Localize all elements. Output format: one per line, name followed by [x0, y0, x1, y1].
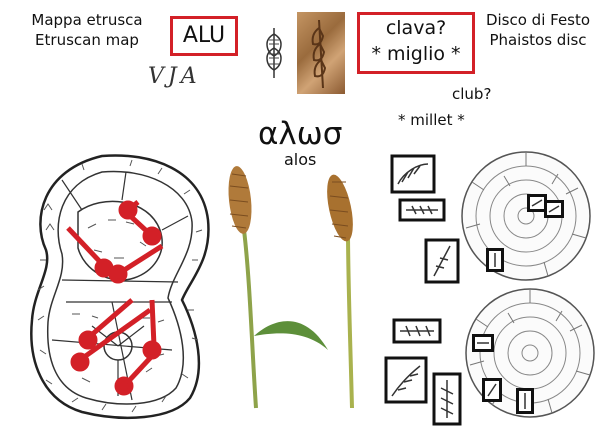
- millet-grain-texture: [229, 173, 349, 239]
- etruscan-map-label-english: Etruscan map: [35, 31, 139, 49]
- etruscan-map-inscriptions: [37, 159, 203, 413]
- ear-glyph-icon: [266, 28, 282, 78]
- etruscan-map-label: Mappa etrusca Etruscan map: [6, 10, 168, 50]
- clava-text: clava?: [385, 17, 447, 39]
- enlarged-glyph-2: [398, 198, 446, 222]
- disc-glyph-box-4: [472, 334, 494, 352]
- phaistos-disc-label: Disco di Festo Phaistos disc: [470, 10, 606, 50]
- enlarged-glyph-1: [390, 154, 436, 194]
- disc-glyph-box-3: [486, 248, 504, 272]
- etruscan-script-text: VJA: [148, 64, 201, 89]
- disc-glyph-box-2: [544, 200, 564, 218]
- greek-transliteration: alos: [284, 150, 317, 169]
- enlarged-glyph-3: [424, 238, 460, 284]
- miglio-text: * miglio *: [371, 43, 461, 65]
- carved-stone-photo: [297, 12, 345, 94]
- enlarged-glyph-4: [392, 318, 442, 344]
- millet-grain-right-icon: [327, 174, 353, 242]
- millet-stalks-photo: [228, 166, 354, 409]
- disc-glyph-box-5: [482, 378, 502, 402]
- etruscan-map-label-italian: Mappa etrusca: [31, 11, 143, 29]
- alu-box: ALU: [170, 16, 238, 56]
- phaistos-disc-side-a: [461, 151, 591, 281]
- stone-ear-carving-icon: [311, 19, 327, 89]
- millet-grain-left-icon: [228, 166, 252, 234]
- millet-label: * millet *: [398, 111, 465, 129]
- clava-box: clava? * miglio *: [357, 12, 475, 74]
- alu-text: ALU: [182, 23, 226, 48]
- club-label: club?: [452, 85, 492, 103]
- etruscan-map-drawing: [30, 154, 210, 420]
- enlarged-glyph-5: [384, 356, 428, 404]
- phaistos-disc-label-italian: Disco di Festo: [485, 11, 591, 29]
- disc-glyph-box-6: [516, 388, 534, 414]
- greek-word: αλωσ: [258, 116, 343, 152]
- phaistos-disc-label-english: Phaistos disc: [489, 31, 587, 49]
- etruscan-map-red-pointers: [66, 200, 164, 396]
- enlarged-glyph-6: [432, 372, 462, 426]
